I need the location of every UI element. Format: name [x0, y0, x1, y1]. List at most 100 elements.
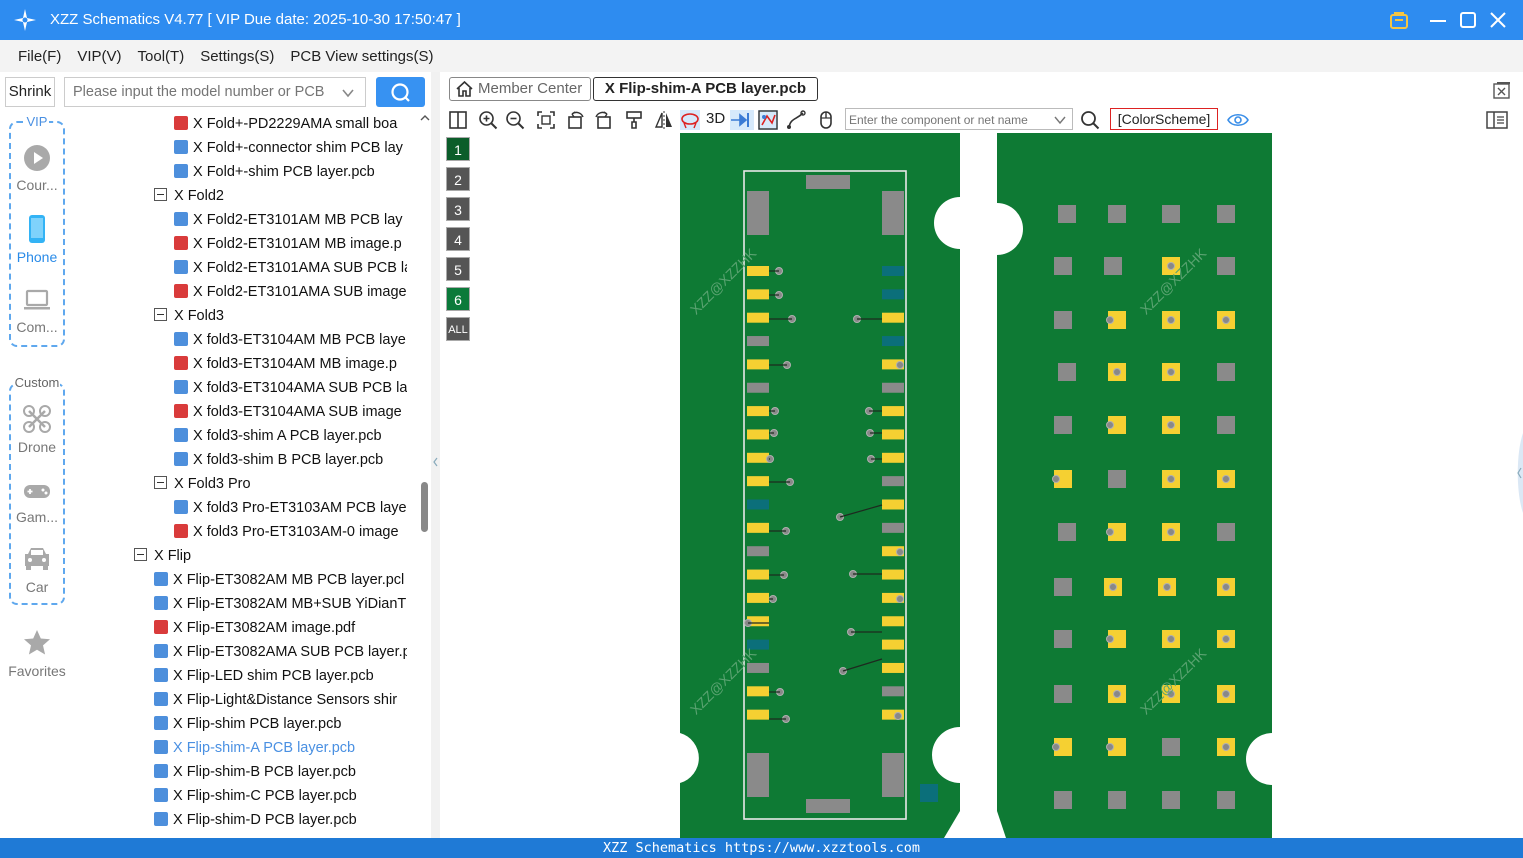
pcb-pad	[882, 753, 904, 797]
3d-view-button[interactable]: 3D	[706, 110, 726, 127]
maximize-icon[interactable]	[1456, 8, 1480, 32]
collapse-toggle-icon[interactable]	[154, 308, 167, 321]
tree-file[interactable]: X Fold2-ET3101AMA SUB PCB la	[174, 256, 407, 280]
tree-folder[interactable]: X Flip	[134, 544, 407, 568]
nav-courses[interactable]: Cour...	[0, 144, 74, 193]
mouse-icon[interactable]	[816, 110, 836, 130]
layer-button-3[interactable]: 3	[446, 197, 470, 221]
layer-button-1[interactable]: 1	[446, 137, 470, 161]
collapse-right-icon[interactable]	[1512, 433, 1523, 513]
chevron-down-icon[interactable]	[1054, 114, 1066, 126]
pcb-pad	[747, 289, 769, 300]
model-search-input[interactable]	[65, 78, 335, 106]
pcb-canvas[interactable]: XZZ@XZZHK XZZ@XZZHK XZZ@XZZHK XZZ@XZZHK	[476, 133, 1523, 838]
zoom-in-icon[interactable]	[478, 110, 498, 130]
nav-game[interactable]: Gam...	[0, 478, 74, 525]
tree-file[interactable]: X Fold+-shim PCB layer.pcb	[174, 160, 407, 184]
menu-vip[interactable]: VIP(V)	[77, 47, 122, 65]
tree-file[interactable]: X Fold+-PD2229AMA small boa	[174, 112, 407, 136]
minimize-icon[interactable]	[1426, 8, 1450, 32]
paint-brush-icon[interactable]	[624, 110, 644, 130]
nav-phone[interactable]: Phone	[0, 214, 74, 265]
color-scheme-button[interactable]: [ColorScheme]	[1110, 108, 1218, 130]
tree-file[interactable]: X fold3-ET3104AMA SUB PCB la	[174, 376, 407, 400]
side-panel-icon[interactable]	[1486, 110, 1508, 130]
fit-view-icon[interactable]	[536, 110, 556, 130]
tab-member-center[interactable]: Member Center	[449, 77, 592, 101]
layer-button-2[interactable]: 2	[446, 167, 470, 191]
tree-file[interactable]: X Flip-shim PCB layer.pcb	[154, 712, 407, 736]
tree-file[interactable]: X Flip-shim-B PCB layer.pcb	[154, 760, 407, 784]
tree-file[interactable]: X Flip-Light&Distance Sensors shir	[154, 688, 407, 712]
nav-car[interactable]: Car	[0, 544, 74, 595]
nav-drone[interactable]: Drone	[0, 404, 74, 455]
collapse-toggle-icon[interactable]	[154, 188, 167, 201]
tree-file[interactable]: X Flip-LED shim PCB layer.pcb	[154, 664, 407, 688]
scroll-up-icon[interactable]	[419, 112, 431, 124]
mirror-icon[interactable]	[654, 110, 674, 130]
zoom-out-icon[interactable]	[505, 110, 525, 130]
component-search-input[interactable]	[846, 110, 1046, 130]
eye-icon[interactable]	[1227, 110, 1249, 130]
tree-file[interactable]: X fold3-ET3104AMA SUB image	[174, 400, 407, 424]
layer-button-5[interactable]: 5	[446, 257, 470, 281]
layer-button-6[interactable]: 6	[446, 287, 470, 311]
scroll-thumb[interactable]	[421, 482, 428, 532]
search-button[interactable]	[376, 77, 425, 107]
net-highlight-icon[interactable]	[758, 110, 778, 130]
tab-active-pcb[interactable]: X Flip-shim-A PCB layer.pcb	[593, 77, 818, 101]
rotate-right-icon[interactable]	[593, 110, 613, 130]
tree-file[interactable]: X Flip-shim-D PCB layer.pcb	[154, 808, 407, 832]
tree-file[interactable]: X fold3-ET3104AM MB image.p	[174, 352, 407, 376]
layer-button-all[interactable]: ALL	[446, 317, 470, 341]
pcb-drawing[interactable]: XZZ@XZZHK XZZ@XZZHK XZZ@XZZHK XZZ@XZZHK	[476, 133, 1523, 838]
tree-file[interactable]: X Fold2-ET3101AM MB PCB lay	[174, 208, 407, 232]
nav-computer[interactable]: Com...	[0, 286, 74, 335]
tree-scrollbar[interactable]	[419, 112, 431, 836]
tree-item-label: X Flip-shim-D PCB layer.pcb	[173, 812, 357, 828]
tree-folder[interactable]: X Fold3 Pro	[154, 472, 407, 496]
tree-folder[interactable]: X Fold3	[154, 304, 407, 328]
tree-file[interactable]: X Flip-ET3082AMA SUB PCB layer.p	[154, 640, 407, 664]
component-search-icon[interactable]	[1080, 110, 1100, 130]
tree-file[interactable]: X fold3-ET3104AM MB PCB laye	[174, 328, 407, 352]
select-pin-icon[interactable]	[730, 110, 754, 130]
nav-favorites[interactable]: Favorites	[0, 628, 74, 679]
collapse-toggle-icon[interactable]	[134, 548, 147, 561]
pcb-via	[1222, 743, 1230, 751]
layer-button-4[interactable]: 4	[446, 227, 470, 251]
shrink-button[interactable]: Shrink	[5, 77, 55, 107]
collapse-left-icon[interactable]	[431, 452, 440, 472]
pcb-pad	[1217, 416, 1235, 434]
tree-file[interactable]: X Fold+-connector shim PCB lay	[174, 136, 407, 160]
collapse-toggle-icon[interactable]	[154, 476, 167, 489]
flip-board-icon[interactable]	[680, 110, 700, 130]
tree-file[interactable]: X Flip-ET3082AM MB+SUB YiDianT	[154, 592, 407, 616]
rotate-left-icon[interactable]	[566, 110, 586, 130]
pcb-pad	[747, 312, 769, 323]
menu-file[interactable]: File(F)	[18, 47, 62, 65]
tree-file[interactable]: X fold3 Pro-ET3103AM PCB laye	[174, 496, 407, 520]
menu-settings[interactable]: Settings(S)	[200, 47, 275, 65]
trace-route-icon[interactable]	[786, 110, 806, 130]
tree-file[interactable]: X fold3-shim A PCB layer.pcb	[174, 424, 407, 448]
tree-file[interactable]: X Flip-shim-A PCB layer.pcb	[154, 736, 407, 760]
tree-file[interactable]: X Flip-ET3082AM image.pdf	[154, 616, 407, 640]
tree-file[interactable]: X fold3-shim B PCB layer.pcb	[174, 448, 407, 472]
tree-folder[interactable]: X Fold2	[154, 184, 407, 208]
tree-file[interactable]: X fold3 Pro-ET3103AM-0 image	[174, 520, 407, 544]
pcb-pad	[1054, 470, 1072, 488]
menu-pcb-view-settings[interactable]: PCB View settings(S)	[290, 47, 434, 65]
tree-file[interactable]: X Flip-shim-C PCB layer.pcb	[154, 784, 407, 808]
menu-tool[interactable]: Tool(T)	[137, 47, 185, 65]
tree-file[interactable]: X Flip-ET3082AM MB PCB layer.pcl	[154, 568, 407, 592]
tree-file[interactable]: X Fold2-ET3101AMA SUB image	[174, 280, 407, 304]
pane-splitter[interactable]	[431, 72, 440, 838]
vip-bag-icon[interactable]	[1387, 8, 1411, 32]
chevron-down-icon[interactable]	[341, 86, 355, 100]
close-icon[interactable]	[1486, 8, 1510, 32]
close-tab-icon[interactable]	[1492, 80, 1512, 100]
tree-file[interactable]: X Fold2-ET3101AM MB image.p	[174, 232, 407, 256]
split-view-icon[interactable]	[448, 110, 468, 130]
